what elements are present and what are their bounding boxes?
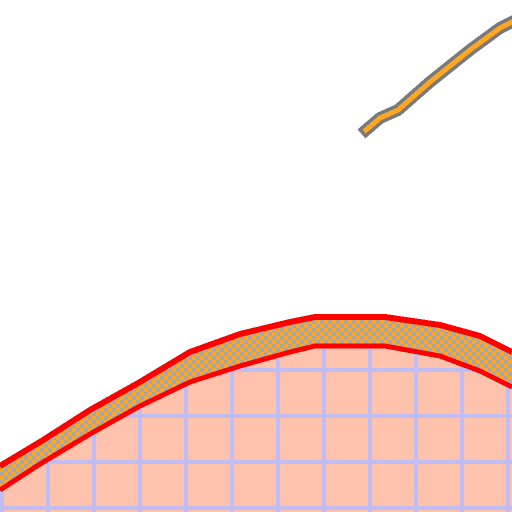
planet-outline-inner [0, 343, 512, 493]
planet-body [0, 345, 512, 512]
planet-crust [0, 317, 512, 488]
comet-body [362, 19, 512, 134]
planet-outline-outer [0, 314, 512, 469]
comet-sprite [357, 15, 512, 139]
